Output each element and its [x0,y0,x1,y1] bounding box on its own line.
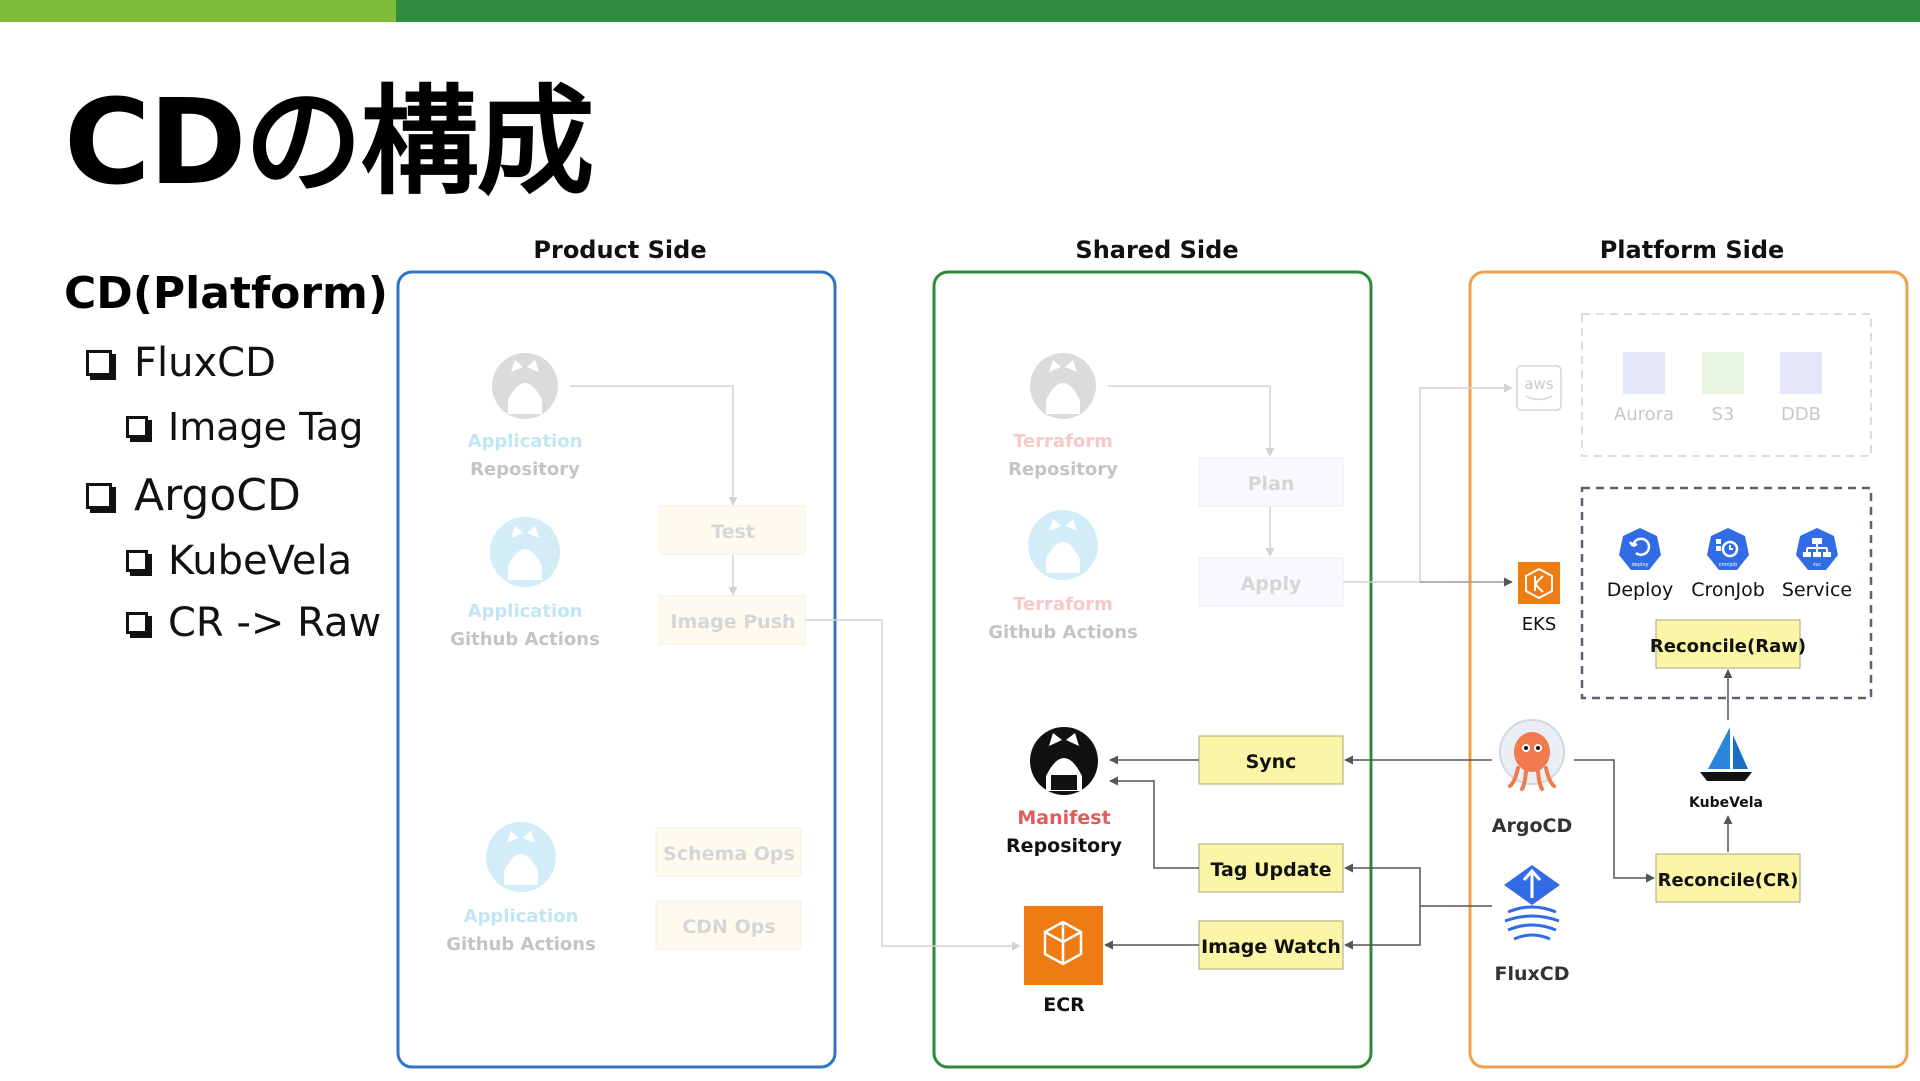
s3-icon [1702,352,1744,394]
reconcile-raw-box: Reconcile(Raw) [1650,619,1806,669]
slide-title: CDの構成 [64,73,595,211]
tag-update-label: Tag Update [1211,859,1332,881]
bullet-label: CR -> Raw [168,600,382,646]
bullet-fluxcd: FluxCD [86,340,276,386]
fluxcd-label: FluxCD [1495,963,1570,985]
tag-update-box: Tag Update [1198,843,1344,893]
tf-repo-label-2: Repository [1008,459,1118,480]
tf-repo-label-1: Terraform [1013,431,1113,452]
aurora-label: Aurora [1614,404,1674,425]
eks-icon [1518,562,1560,604]
bullet-label: ArgoCD [134,470,301,521]
k8s-service-icon: svc [1796,528,1838,570]
aurora-icon [1623,352,1665,394]
tf-actions-label-1: Terraform [1013,594,1113,615]
tf-actions-label-2: Github Actions [988,622,1138,643]
schema-ops-box: Schema Ops [655,827,802,877]
top-bar-accent [0,0,396,22]
bullet-label: KubeVela [168,538,353,584]
kubevela-icon [1700,727,1752,781]
sync-box: Sync [1198,735,1344,785]
k8s-deploy-icon: deploy [1619,528,1661,570]
column-title-shared: Shared Side [1075,236,1238,264]
reconcile-cr-box: Reconcile(CR) [1655,853,1801,903]
github-actions-icon [486,822,556,892]
argocd-icon [1499,719,1565,791]
top-bar [396,0,1920,22]
app-repo-label-1: Application [468,431,583,452]
app-actions2-label-2: Github Actions [446,934,596,955]
checkbox-bullet-icon [86,350,112,376]
bullet-cr-raw: CR -> Raw [126,600,381,646]
ddb-label: DDB [1781,404,1821,425]
service-label: Service [1782,579,1852,601]
deploy-label: Deploy [1607,579,1674,601]
test-box: Test [659,505,806,555]
github-actions-icon [490,517,560,587]
manifest-repo-label-1: Manifest [1017,807,1110,829]
k8s-cluster-group [1580,486,1873,700]
bullet-argocd: ArgoCD [86,470,301,521]
k8s-cronjob-icon: cronjob [1707,528,1749,570]
column-title-product: Product Side [533,236,706,264]
reconcile-raw-label: Reconcile(Raw) [1650,636,1806,657]
app-actions-label-2: Github Actions [450,629,600,650]
app-actions2-label-1: Application [464,906,579,927]
github-icon [492,353,558,419]
checkbox-bullet-icon [86,482,112,509]
sync-label: Sync [1246,751,1297,773]
test-label: Test [711,521,755,543]
bullet-kubevela: KubeVela [126,538,352,584]
bullet-image-tag: Image Tag [126,405,363,449]
kubevela-label: KubeVela [1689,795,1763,811]
schema-ops-label: Schema Ops [663,843,795,865]
platform-side-frame [1468,270,1909,1069]
apply-label: Apply [1241,573,1302,595]
apply-box: Apply [1198,557,1344,607]
github-icon [1030,353,1096,419]
fluxcd-icon [1504,865,1560,941]
column-title-platform: Platform Side [1600,236,1785,264]
aws-services-group [1581,313,1872,457]
checkbox-bullet-icon [126,550,148,572]
image-watch-box: Image Watch [1198,920,1344,970]
plan-box: Plan [1198,457,1344,507]
app-repo-label-2: Repository [470,459,580,480]
checkbox-bullet-icon [126,416,148,438]
checkbox-bullet-icon [126,612,148,634]
image-push-box: Image Push [659,595,806,645]
service-badge: svc [1813,562,1822,568]
cdn-ops-label: CDN Ops [682,916,775,938]
cronjob-badge: cronjob [1719,562,1738,568]
plan-label: Plan [1248,473,1295,495]
github-actions-icon [1028,510,1098,580]
sidebar-heading: CD(Platform) [64,268,389,319]
github-icon [1030,727,1098,795]
cronjob-label: CronJob [1691,579,1765,601]
app-actions-label-1: Application [468,601,583,622]
bullet-label: FluxCD [134,340,276,386]
shared-side-frame [932,270,1373,1069]
aws-label: aws [1524,375,1553,393]
eks-label: EKS [1522,614,1557,635]
image-watch-label: Image Watch [1201,936,1341,958]
bullet-label: Image Tag [168,405,364,449]
ddb-icon [1780,352,1822,394]
aws-icon: aws [1516,365,1562,411]
cdn-ops-box: CDN Ops [655,900,802,950]
deploy-badge: deploy [1632,562,1649,568]
reconcile-cr-label: Reconcile(CR) [1658,870,1799,891]
ecr-icon [1024,906,1103,985]
s3-label: S3 [1712,404,1735,425]
ecr-label: ECR [1043,994,1085,1016]
manifest-repo-label-2: Repository [1006,835,1122,857]
image-push-label: Image Push [670,611,795,633]
product-side-frame [396,270,837,1069]
argocd-label: ArgoCD [1492,815,1572,837]
